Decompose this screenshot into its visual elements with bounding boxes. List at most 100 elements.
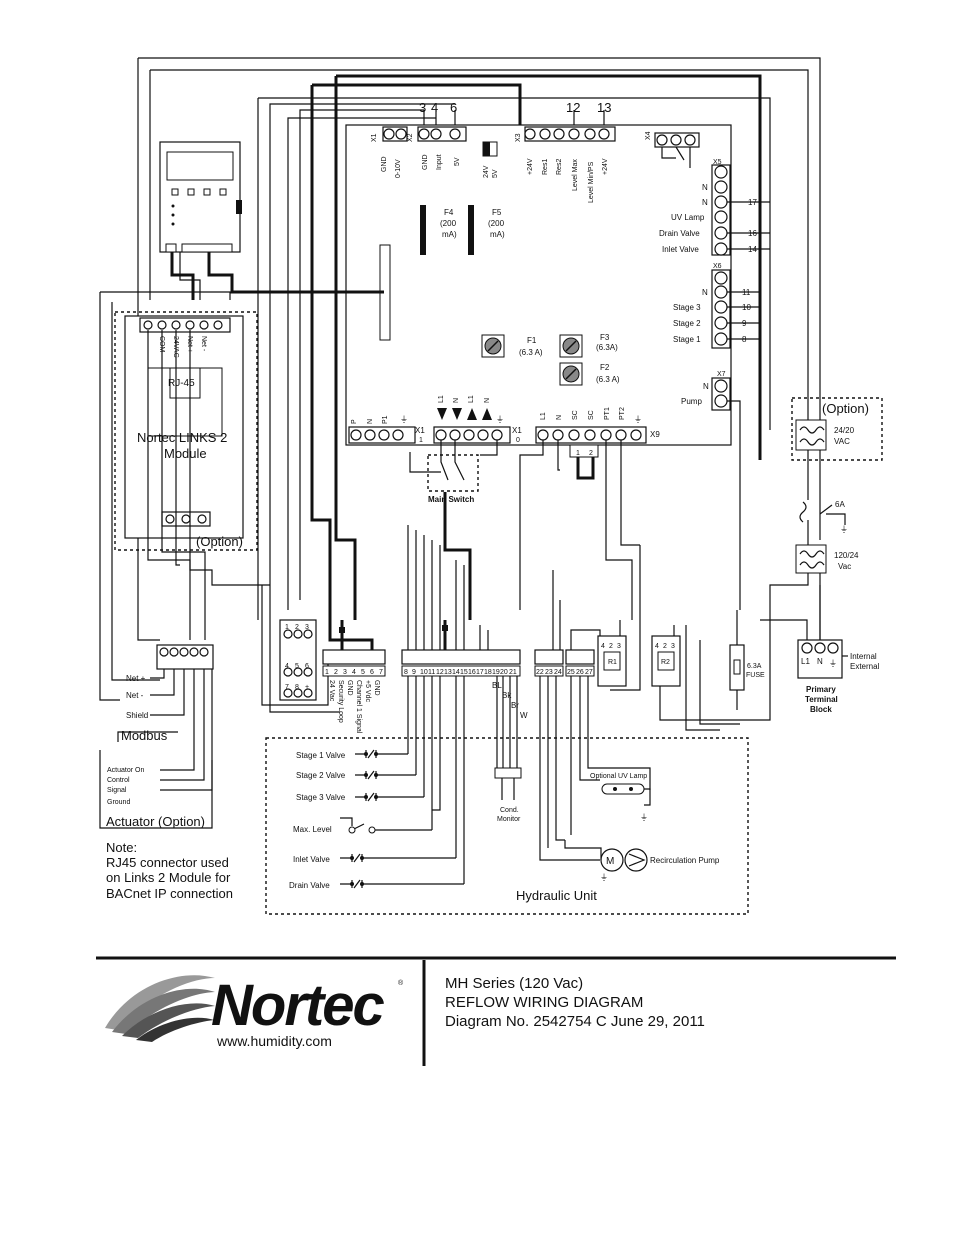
wire-16-label: 16 xyxy=(748,229,757,238)
relay-r2-label: R2 xyxy=(661,659,670,666)
links-title-line1: Nortec LINKS 2 xyxy=(137,430,227,445)
x7-pump-label: Pump xyxy=(681,397,702,406)
x2-terminals xyxy=(417,126,467,142)
rj45-connector xyxy=(169,367,201,399)
fuse-f5-unit: mA) xyxy=(490,230,505,239)
option-transformer xyxy=(795,419,827,451)
tb-11: 11 xyxy=(428,669,435,676)
fuse-f4-unit: mA) xyxy=(442,230,457,239)
x3-label: X3 xyxy=(515,133,522,142)
x6-stage1-label: Stage 1 xyxy=(673,335,701,344)
x3-24v-label: +24V xyxy=(527,158,534,175)
r2-2: 2 xyxy=(663,643,667,650)
links-module-outline xyxy=(114,311,258,551)
mid-l1b-label: L1 xyxy=(468,395,475,403)
max-level-switch-symbol xyxy=(340,817,432,834)
main-transformer xyxy=(795,544,827,574)
wire-14-label: 14 xyxy=(748,245,757,254)
wire-number-4: 4 xyxy=(431,100,438,115)
x3-levelmin-label: Level Min/PS xyxy=(588,161,595,203)
option-transformer-v1: 24/20 xyxy=(834,426,855,435)
recirculation-pump-label: Recirculation Pump xyxy=(650,856,720,865)
main-switch-outline xyxy=(427,454,479,492)
tb-27: 27 xyxy=(585,669,593,676)
hydraulic-unit-title: Hydraulic Unit xyxy=(516,888,597,903)
ground-symbol-icon: ⏚ xyxy=(634,415,642,424)
x1a-sub-label: 1 xyxy=(419,437,423,444)
primary-title-line1: Primary xyxy=(806,685,836,694)
x9-sc2-label: SC xyxy=(588,410,595,420)
diagram-series: MH Series (120 Vac) xyxy=(445,975,584,992)
x1-gnd-label: GND xyxy=(381,156,388,172)
registered-mark: ® xyxy=(398,980,404,987)
uv-lamp-label: Optional UV Lamp xyxy=(590,773,647,780)
wire-number-3: 3 xyxy=(419,100,426,115)
rj45-label: RJ-45 xyxy=(168,378,195,389)
sc-connector xyxy=(569,444,599,458)
fuse-63a-line1: 6.3A xyxy=(747,663,762,670)
tb-gnd2-label: GND xyxy=(373,680,380,696)
jumper-5v-label: 5V xyxy=(492,169,499,178)
fuse-f4 xyxy=(420,205,426,255)
actuator-signal-label: Signal xyxy=(107,787,127,794)
jumper-24v-label: 24V xyxy=(483,165,490,178)
tb-15: 15 xyxy=(460,669,468,676)
tb-25: 25 xyxy=(567,669,575,676)
tb-26: 26 xyxy=(576,669,584,676)
fuse-63a-line2: FUSE xyxy=(746,672,765,679)
stage1-valve-symbol xyxy=(355,749,408,759)
fuse-f5-label: F5 xyxy=(492,208,502,217)
x6-stage3-label: Stage 3 xyxy=(673,303,701,312)
modbus-title: Modbus xyxy=(121,728,168,743)
tb-12: 12 xyxy=(436,669,444,676)
tb-2: 2 xyxy=(334,669,338,676)
fuse-f4-value: (200 xyxy=(440,219,457,228)
x5-inletvalve-label: Inlet Valve xyxy=(662,245,699,254)
tb-19: 19 xyxy=(492,669,500,676)
fuse-6a-label: 6A xyxy=(835,500,845,509)
pump-motor-label: M xyxy=(606,856,614,867)
fuse-f3-label: F3 xyxy=(600,333,610,342)
tb-3: 3 xyxy=(343,669,347,676)
option-transformer-label: (Option) xyxy=(822,401,869,416)
stage2-valve-symbol xyxy=(355,770,416,780)
tb-16: 16 xyxy=(468,669,476,676)
relay-4: 4 xyxy=(285,663,289,670)
x1-010v-label: 0-10V xyxy=(395,159,402,178)
relay-r1-label: R1 xyxy=(608,659,617,666)
transformer-v2-label: Vac xyxy=(838,562,851,571)
lcd-screen xyxy=(166,151,234,181)
r2-3: 3 xyxy=(671,643,675,650)
inlet-valve-label: Inlet Valve xyxy=(293,855,330,864)
x9-n-label: N xyxy=(556,415,563,420)
relay-terminals xyxy=(283,629,313,698)
x2-label: X2 xyxy=(407,133,414,142)
x2-5v-label: 5V xyxy=(454,157,461,166)
wire-17-label: 17 xyxy=(748,198,757,207)
fuse-f1-holder xyxy=(481,334,505,358)
links-title-line2: Module xyxy=(164,446,207,461)
tb-14: 14 xyxy=(452,669,460,676)
tb-17: 17 xyxy=(476,669,484,676)
tb-5vdc-label: +5 Vdc xyxy=(364,680,371,702)
x1b-label: X1 xyxy=(512,426,522,435)
mid-nb-label: N xyxy=(484,398,491,403)
inlet-valve-symbol xyxy=(340,853,456,863)
controller-board xyxy=(345,124,732,446)
sc-2-label: 2 xyxy=(589,450,593,457)
primary-external-label: External xyxy=(850,662,880,671)
tb-21: 21 xyxy=(509,669,517,676)
r1-4: 4 xyxy=(601,643,605,650)
x3-terminals xyxy=(524,126,616,142)
cond-monitor-line1: Cond. xyxy=(500,807,519,814)
x9-label: X9 xyxy=(650,430,660,439)
tb-security-loop-label: Security Loop xyxy=(337,680,344,723)
x7-label: X7 xyxy=(717,371,726,378)
fuse-f1-value: (6.3 A) xyxy=(519,348,543,357)
actuator-control-label: Control xyxy=(107,777,130,784)
sc-1-label: 1 xyxy=(576,450,580,457)
actuator-title: Actuator (Option) xyxy=(106,814,205,829)
relay-1: 1 xyxy=(285,624,289,631)
diagram-title-block: MH Series (120 Vac) REFLOW WIRING DIAGRA… xyxy=(445,974,705,1031)
